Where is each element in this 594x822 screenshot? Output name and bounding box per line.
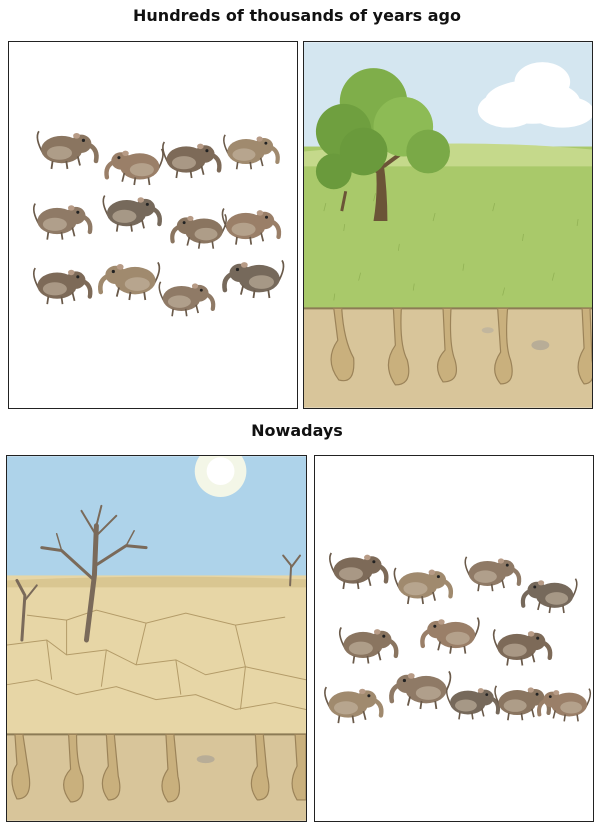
animal-icon bbox=[224, 135, 278, 169]
heading-past: Hundreds of thousands of years ago bbox=[0, 6, 594, 25]
animal-icon bbox=[325, 687, 382, 723]
animal-icon bbox=[37, 131, 96, 169]
animal-icon bbox=[100, 262, 159, 300]
desert-ground bbox=[7, 575, 306, 734]
animal-icon bbox=[494, 629, 551, 665]
panel-past-animals bbox=[8, 41, 298, 409]
panel-present-animals bbox=[314, 455, 594, 822]
present-animals-illustration bbox=[315, 456, 593, 821]
animal-icon bbox=[34, 268, 91, 304]
animal-icon bbox=[465, 557, 519, 591]
grassland-habitat-illustration bbox=[304, 42, 592, 408]
animal-icon bbox=[222, 209, 279, 245]
animal-icon bbox=[103, 196, 160, 232]
heading-present: Nowadays bbox=[0, 421, 594, 440]
animal-icon bbox=[391, 671, 450, 709]
sky bbox=[7, 456, 306, 585]
animal-icon bbox=[539, 689, 590, 722]
panel-present-habitat bbox=[6, 455, 307, 822]
animal-icon bbox=[422, 618, 479, 654]
animal-icon bbox=[163, 142, 220, 178]
animal-icon bbox=[159, 282, 213, 316]
animal-icon bbox=[34, 204, 91, 240]
animal-icon bbox=[330, 553, 387, 589]
animal-icon bbox=[340, 627, 397, 663]
animal-icon bbox=[523, 579, 577, 613]
panel-past-habitat bbox=[303, 41, 593, 409]
animal-icon bbox=[394, 568, 451, 604]
animal-icon bbox=[172, 214, 226, 248]
animal-icon bbox=[447, 687, 498, 720]
past-animals-illustration bbox=[9, 42, 297, 408]
animal-icon bbox=[106, 149, 163, 185]
animal-icon bbox=[224, 260, 283, 298]
desert-habitat-illustration bbox=[7, 456, 306, 821]
